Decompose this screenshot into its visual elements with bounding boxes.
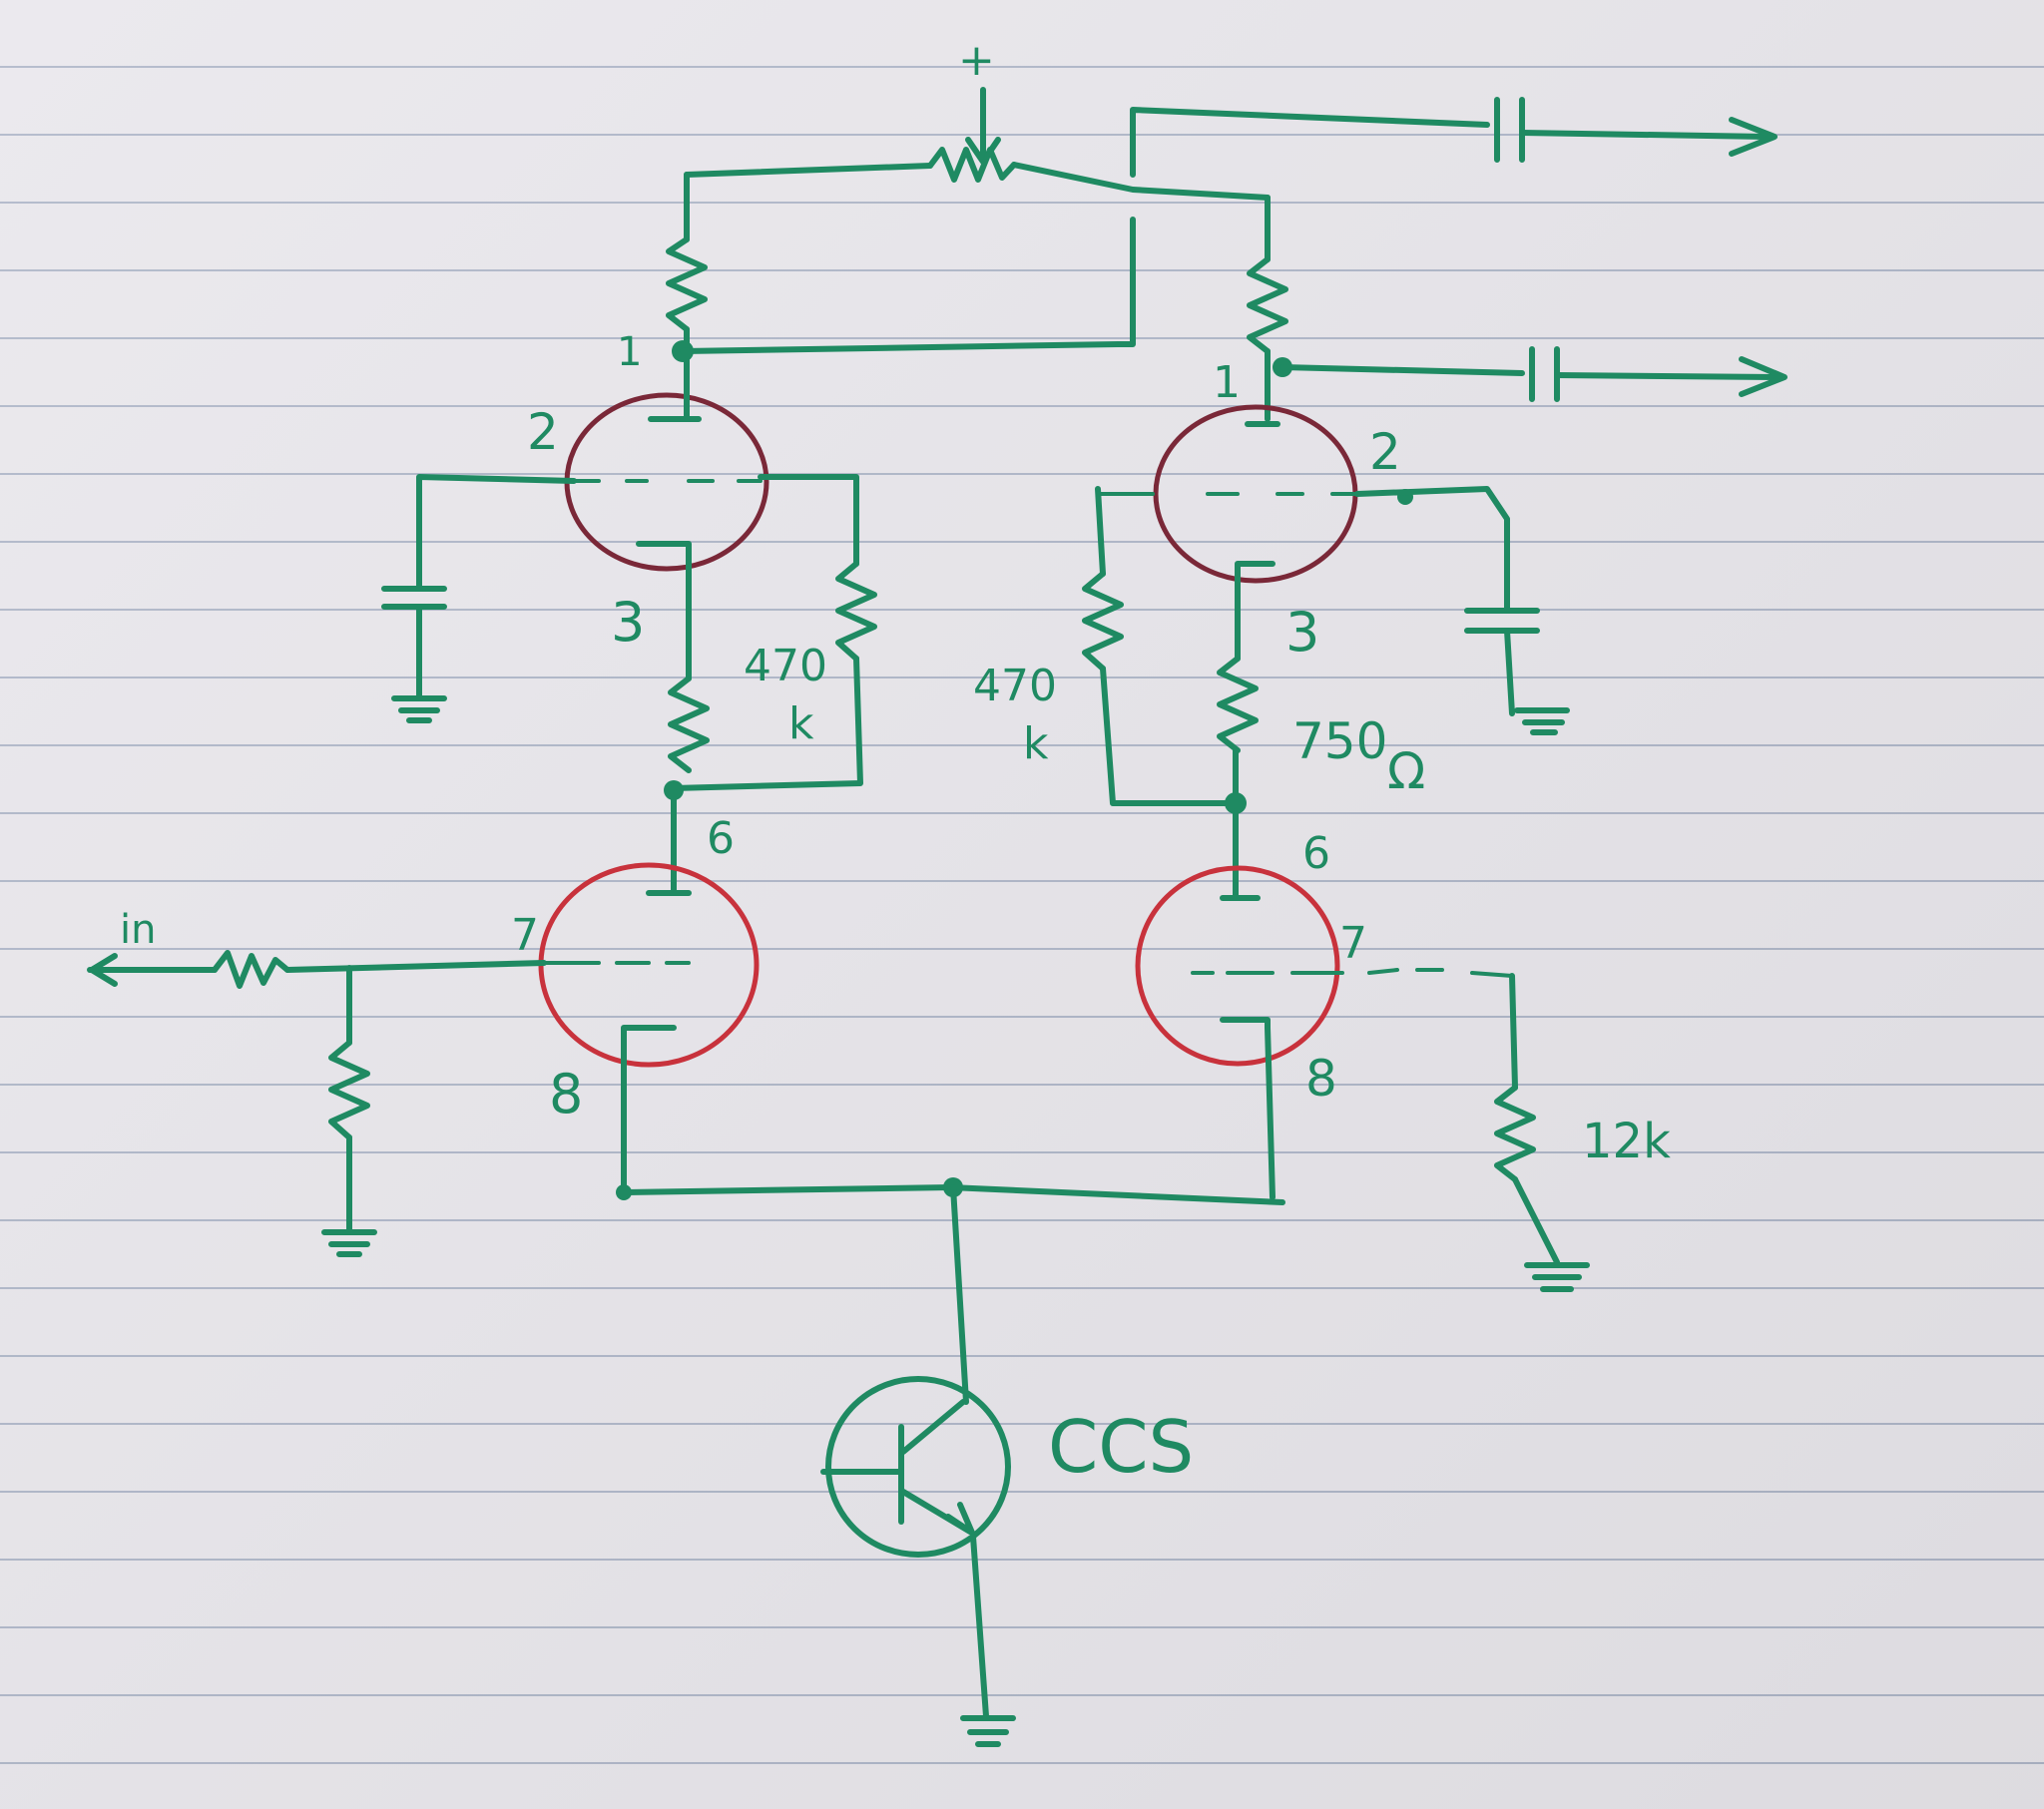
ccs-emitter-arrow (945, 1502, 975, 1536)
left-grid-wire (416, 474, 577, 592)
left-plate-to-output-2-wire (680, 217, 1136, 354)
left-top-plate (648, 376, 702, 422)
input-series-resistor (212, 950, 290, 989)
right-12k-wire-bottom (1512, 1176, 1560, 1265)
ground-icon-right-grid (1514, 707, 1570, 735)
ground-icon-ccs (960, 1715, 1016, 1747)
input-arrow-icon (89, 953, 118, 987)
top-rail-right-wire (1011, 162, 1271, 201)
right-cathode-750-resistor (1217, 656, 1259, 753)
output-2-coupling-capacitor (1529, 346, 1560, 402)
left-grid-resistor-wire-bottom (671, 656, 863, 791)
right-grid-wire (1354, 486, 1510, 612)
left-grid-bypass-capacitor (381, 586, 447, 610)
right-12k-wire-top (1509, 973, 1518, 1091)
ground-icon-input (321, 1229, 377, 1257)
ccs-emitter-wire (970, 1534, 989, 1719)
top-rail-left-wire (684, 163, 933, 178)
right-grid-cap-wire (1504, 628, 1515, 716)
right-top-cathode (1235, 561, 1276, 602)
input-shunt-resistor (328, 1040, 370, 1140)
left-top-cathode (636, 541, 692, 642)
right-bottom-pin-plate: 6 (1302, 828, 1330, 879)
output-1-coupling-capacitor (1494, 97, 1525, 163)
supply-terminal: + (958, 35, 1001, 165)
left-tail-node (616, 1184, 632, 1200)
right-grid-bypass-capacitor (1464, 608, 1540, 634)
left-grid-470k-resistor (835, 561, 877, 662)
left-cathode-resistor (668, 676, 710, 773)
left-plate-resistor (666, 236, 708, 332)
left-top-pin-cathode: 3 (611, 591, 645, 654)
right-750-unit: Ω (1387, 742, 1425, 800)
output-1-wire (1130, 107, 1490, 178)
left-bottom-cathode (621, 1025, 677, 1195)
right-750-label: 750 (1292, 712, 1387, 770)
right-grid-resistor-wire-bottom (1100, 666, 1239, 806)
output-2-wire (1279, 364, 1525, 376)
left-bottom-pin-grid: 7 (511, 910, 539, 961)
output-2-line (1554, 372, 1780, 380)
right-cathode-wire-bottom (1265, 1025, 1276, 1200)
right-470-label: 470 (973, 661, 1057, 711)
ground-icon-right-12k (1524, 1262, 1590, 1292)
right-bottom-pin-cathode: 8 (1305, 1050, 1337, 1108)
left-top-pin-plate: 1 (617, 329, 642, 375)
output-2-arrow-icon (1739, 356, 1788, 397)
left-bottom-pin-plate: 6 (707, 813, 735, 864)
right-top-triode-envelope (1153, 404, 1358, 584)
left-grid-resistor-wire-top (758, 474, 859, 567)
right-470-unit: k (1023, 718, 1049, 769)
right-grid-470k-resistor (1082, 571, 1124, 672)
left-470-unit: k (788, 698, 814, 749)
right-bottom-grid-wire (1315, 968, 1514, 978)
left-470-label: 470 (744, 641, 827, 691)
left-bottom-pin-cathode: 8 (549, 1063, 583, 1126)
right-top-pin-plate: 1 (1213, 357, 1241, 408)
trim-potentiometer (927, 147, 1017, 183)
right-top-pin-cathode: 3 (1285, 601, 1319, 664)
left-top-pin-grid: 2 (527, 403, 559, 461)
output-1-arrow-icon (1729, 117, 1778, 157)
right-grid-12k-resistor (1494, 1085, 1536, 1182)
ccs-label: CCS (1048, 1405, 1194, 1489)
ccs-collector-lead (900, 1399, 966, 1455)
right-bottom-cathode (1220, 1017, 1271, 1031)
input-to-grid-wire (284, 960, 547, 973)
right-bottom-pin-grid: 7 (1339, 918, 1367, 969)
ccs-collector-wire (950, 1184, 969, 1405)
right-grid-resistor-wire-top (1095, 486, 1106, 577)
right-bottom-triode-envelope (1135, 865, 1340, 1067)
right-plate-resistor (1247, 256, 1288, 354)
supply-label: + (958, 35, 995, 86)
input-label: in (120, 907, 156, 953)
output-1-line (1519, 130, 1770, 140)
ground-icon-left-grid (391, 695, 447, 723)
right-12k-label: 12k (1582, 1114, 1671, 1169)
right-top-pin-grid: 2 (1369, 423, 1401, 481)
ccs-transistor-icon (820, 1376, 1011, 1558)
